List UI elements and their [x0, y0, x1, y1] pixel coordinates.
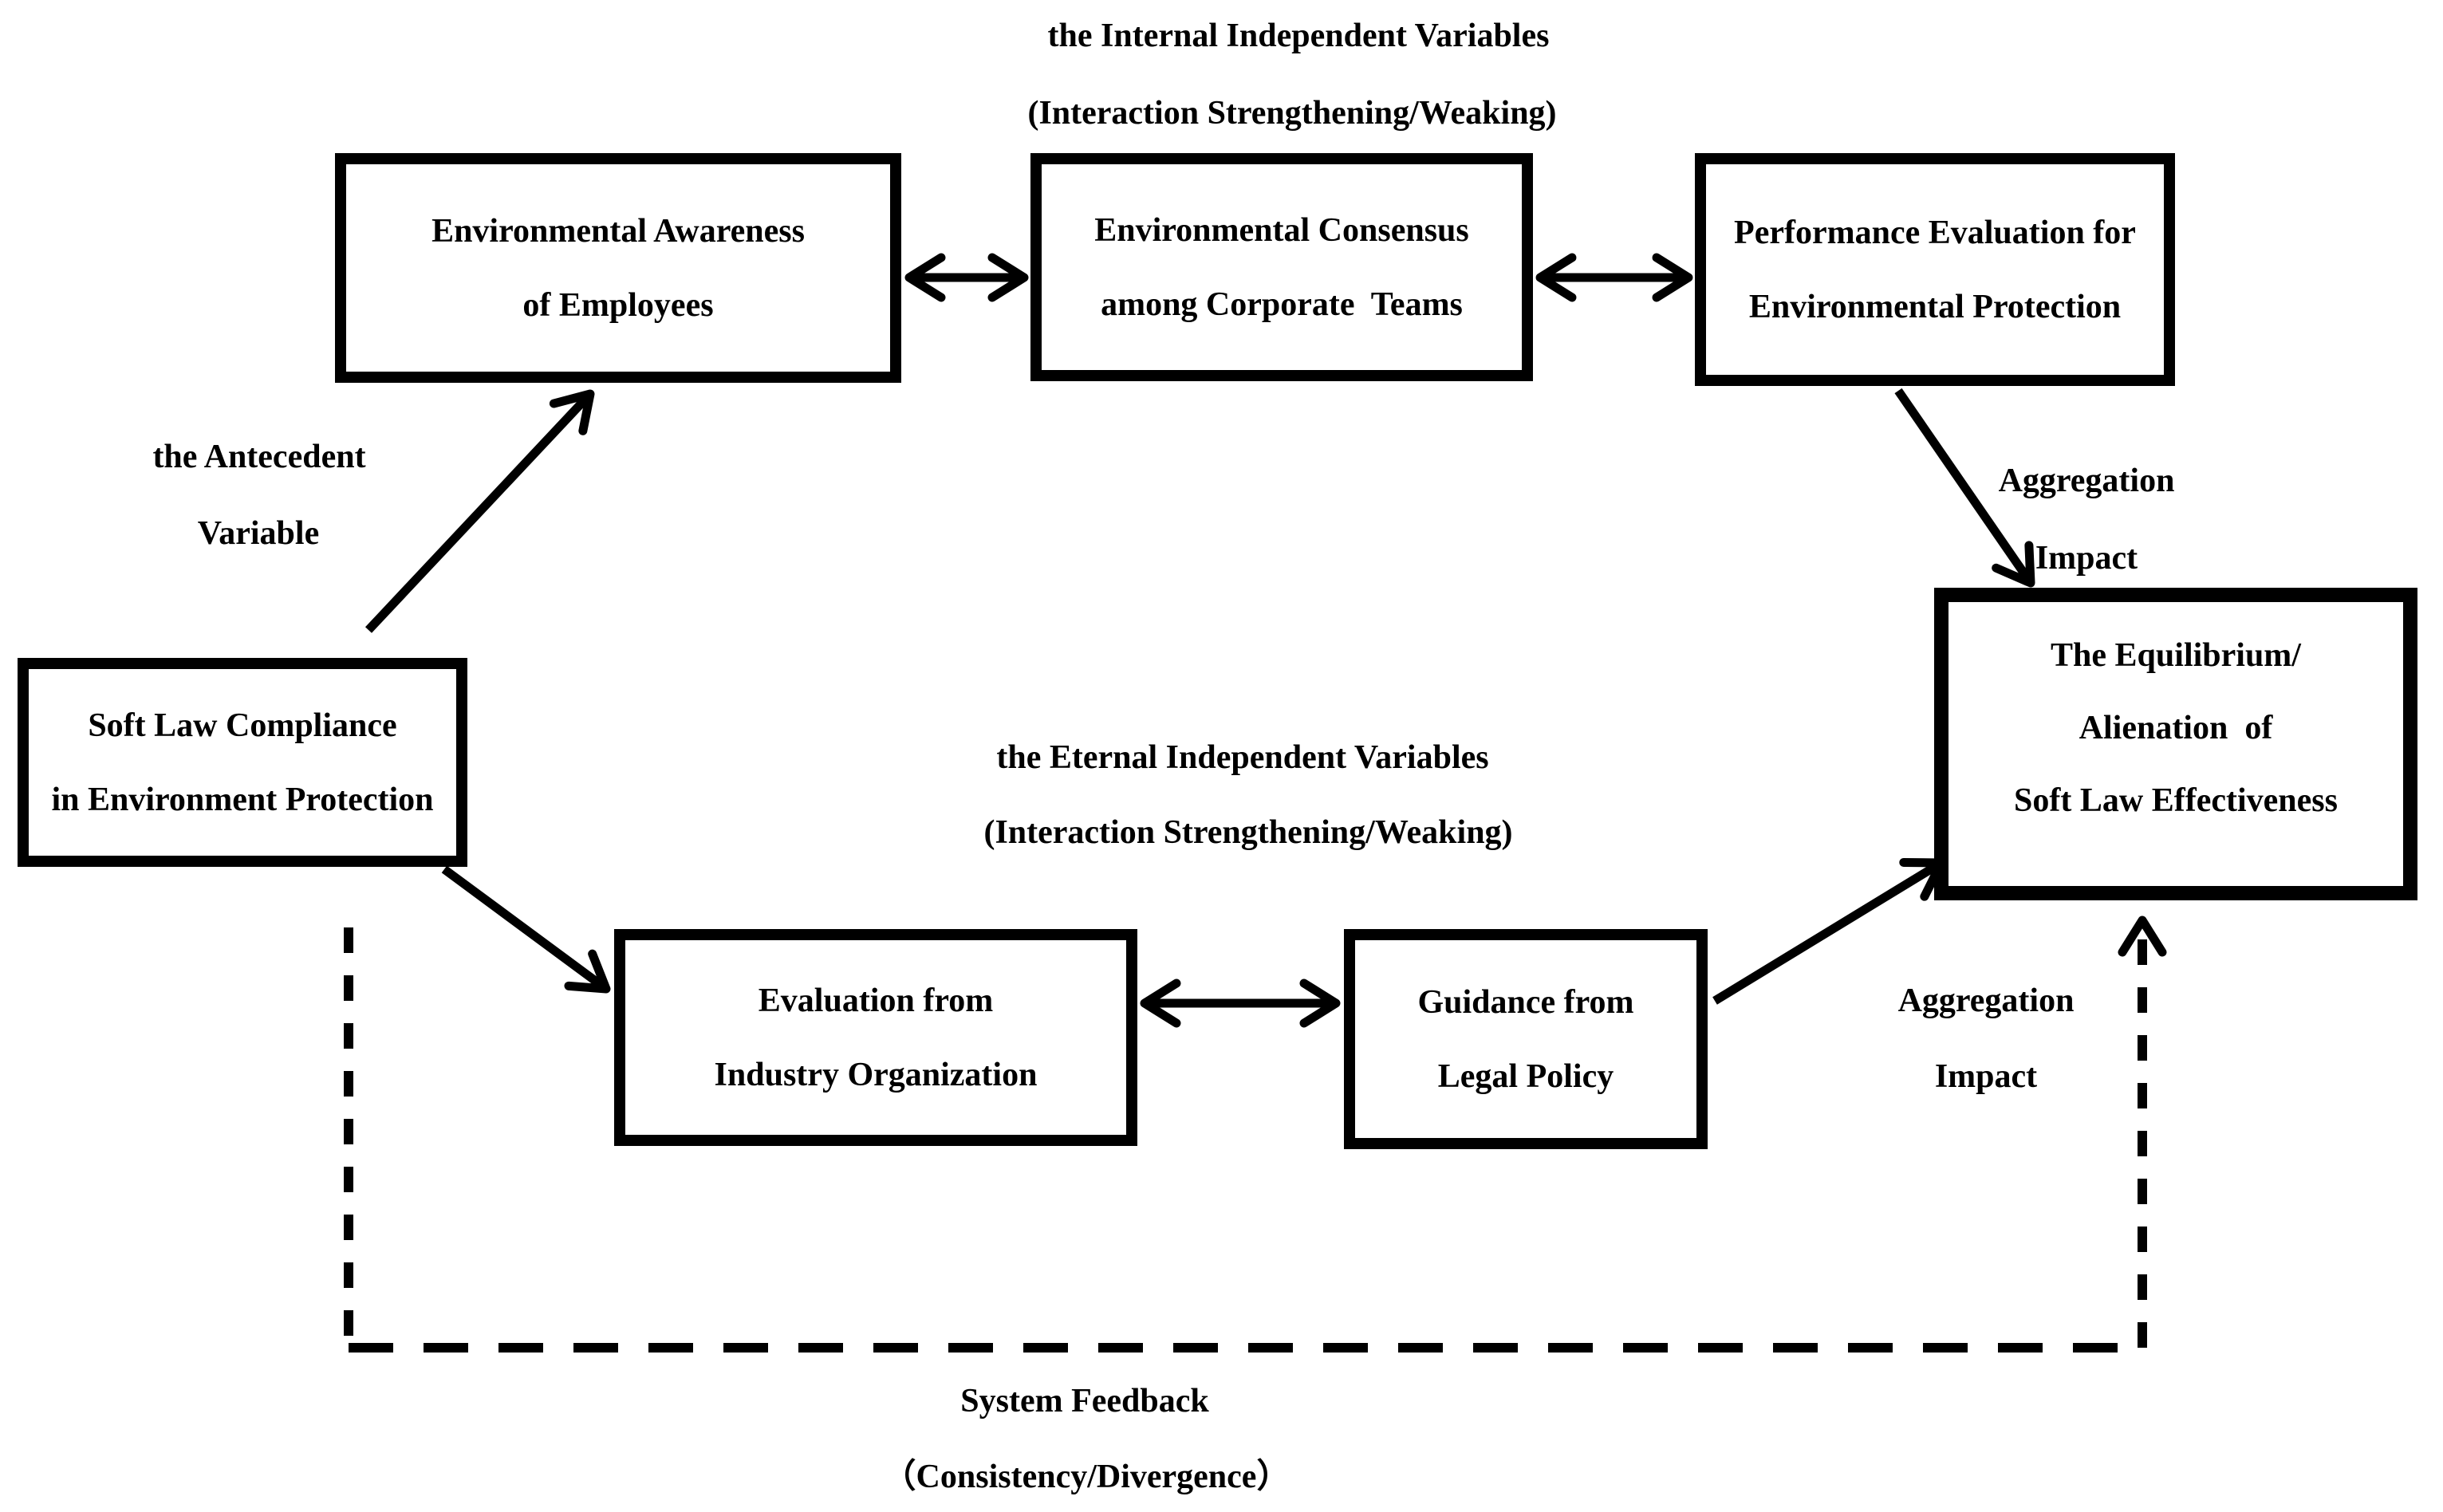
aggregation-impact-top-label-line1: Aggregation — [1998, 463, 2175, 499]
box-performance-evaluation: Performance Evaluation for Environmental… — [1695, 153, 2175, 386]
box-equilibrium-alienation-line3: Soft Law Effectiveness — [2014, 782, 2338, 819]
box-soft-law-compliance-line1: Soft Law Compliance — [88, 707, 397, 744]
internal-variables-title-line2: (Interaction Strengthening/Weaking) — [1027, 95, 1557, 132]
box-soft-law-compliance: Soft Law Compliance in Environment Prote… — [18, 658, 467, 867]
box-equilibrium-alienation: The Equilibrium/ Alienation of Soft Law … — [1934, 588, 2417, 900]
arrow-compliance-to-industry — [441, 865, 611, 994]
box-equilibrium-alienation-line1: The Equilibrium/ — [2051, 637, 2301, 674]
box-performance-evaluation-line2: Environmental Protection — [1748, 288, 2122, 325]
box-guidance-legal-policy: Guidance from Legal Policy — [1344, 929, 1708, 1149]
box-evaluation-industry-line1: Evaluation from — [758, 982, 994, 1019]
antecedent-variable-label-line2: Variable — [197, 515, 320, 552]
box-guidance-legal-policy-line1: Guidance from — [1417, 983, 1634, 1021]
box-environmental-awareness-line2: of Employees — [522, 286, 714, 324]
antecedent-variable-label-line1: the Antecedent — [152, 439, 366, 475]
box-equilibrium-alienation-line2: Alienation of — [2079, 710, 2273, 746]
arrow-compliance-to-awareness — [364, 389, 595, 633]
eternal-variables-title-line2: (Interaction Strengthening/Weaking) — [983, 814, 1513, 851]
box-evaluation-industry: Evaluation from Industry Organization — [614, 929, 1137, 1146]
internal-variables-title-line1: the Internal Independent Variables — [1047, 18, 1550, 54]
system-feedback-label-line1: System Feedback — [960, 1383, 1209, 1419]
box-environmental-consensus-line2: among Corporate Teams — [1101, 285, 1463, 323]
aggregation-impact-bottom-label-line2: Impact — [1934, 1058, 2038, 1095]
box-soft-law-compliance-line2: in Environment Protection — [51, 781, 434, 818]
arrow-legal-to-equilibrium — [1712, 857, 1946, 1005]
box-environmental-consensus-line1: Environmental Consensus — [1094, 211, 1469, 249]
box-environmental-awareness-line1: Environmental Awareness — [431, 212, 805, 250]
box-environmental-consensus: Environmental Consensus among Corporate … — [1030, 153, 1533, 381]
eternal-variables-title-line1: the Eternal Independent Variables — [996, 739, 1489, 776]
box-performance-evaluation-line1: Performance Evaluation for — [1734, 214, 2136, 251]
system-feedback-label-line2: （Consistency/Divergence） — [882, 1459, 1290, 1495]
arrow-performance-to-equilibrium — [1894, 388, 2035, 588]
aggregation-impact-bottom-label-line1: Aggregation — [1897, 982, 2075, 1019]
aggregation-impact-top-label-line2: Impact — [2035, 540, 2138, 577]
box-evaluation-industry-line2: Industry Organization — [714, 1056, 1038, 1093]
box-environmental-awareness: Environmental Awareness of Employees — [335, 153, 901, 383]
box-guidance-legal-policy-line2: Legal Policy — [1437, 1057, 1614, 1095]
